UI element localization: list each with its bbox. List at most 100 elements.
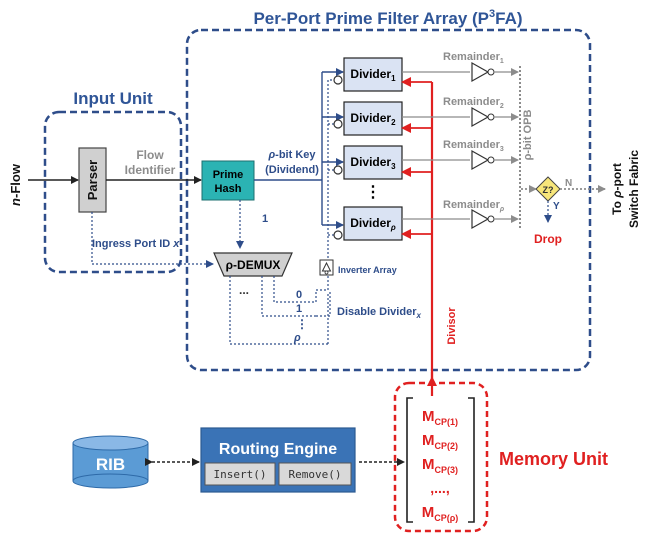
rib-database-icon: RIB <box>72 435 149 489</box>
ingress-port-label: Ingress Port ID x <box>92 238 180 250</box>
demux-out-0 <box>273 276 316 303</box>
svg-text:MCP(2): MCP(2) <box>422 432 458 451</box>
inverter-bubble-3 <box>333 165 343 175</box>
remainder-2-sub: 2 <box>500 103 504 110</box>
svg-text:Divider1: Divider1 <box>350 67 396 83</box>
memory-entry-rho-sub: CP(ρ) <box>434 513 458 523</box>
demux-out-rho-label: ρ <box>293 332 301 344</box>
memory-entry-3-sub: CP(3) <box>434 465 458 475</box>
disable-line-a <box>315 79 334 302</box>
prime-hash-line1: Prime <box>213 169 244 181</box>
remainder-row-2: Remainder2 <box>402 96 519 128</box>
output-label-line2: Switch Fabric <box>627 150 641 228</box>
divider-1: Divider1 <box>343 57 403 92</box>
memory-entry-2-base: M <box>422 432 435 449</box>
svg-text:Remainder3: Remainder3 <box>443 139 504 153</box>
pfa-title: Per-Port Prime Filter Array (P3FA) <box>253 8 522 28</box>
remainder-2-label: Remainder <box>443 96 501 108</box>
demux-out-rho <box>229 276 328 345</box>
memory-entry-3-base: M <box>422 456 435 473</box>
demux-out-1 <box>261 276 316 317</box>
svg-text:Divider2: Divider2 <box>350 111 396 127</box>
disable-line-b <box>316 292 331 317</box>
divider-2: Divider2 <box>343 101 403 136</box>
opb-label: ρ-bit OPB <box>522 110 534 161</box>
divider-3-label: Divider <box>350 155 391 169</box>
demux-out-1-label: 1 <box>296 303 302 315</box>
dividend-label: (Dividend) <box>265 164 319 176</box>
zero-decision: Z? <box>535 176 561 202</box>
decision-yes: Y <box>553 201 560 212</box>
remainder-1-sub: 1 <box>500 58 504 65</box>
insert-button <box>204 462 276 486</box>
inverter-bubble-2 <box>333 119 343 129</box>
divider-ellipsis: ⋮ <box>365 184 381 201</box>
parser-label: Parser <box>85 160 100 200</box>
divider-1-label: Divider <box>350 67 391 81</box>
demux-out-dots: ⋮ <box>296 317 308 331</box>
ingress-port-line <box>91 212 214 268</box>
inverter-bubble-rho <box>333 230 343 240</box>
memory-entry-rho-base: M <box>422 504 435 521</box>
divider-rho-label: Divider <box>350 216 391 230</box>
remainder-row-rho: Remainderρ <box>402 199 519 230</box>
svg-text:Dividerρ: Dividerρ <box>350 216 396 232</box>
divider-3: Divider3 <box>343 145 403 180</box>
flow-identifier-label-1: Flow <box>136 148 164 162</box>
divider-rho-sub: ρ <box>390 223 396 232</box>
divider-3-sub: 3 <box>391 162 396 171</box>
svg-text:MCP(1): MCP(1) <box>422 408 458 427</box>
opb-to-decision <box>519 185 537 228</box>
divider-rho: Dividerρ <box>343 206 403 241</box>
svg-text:Remainder1: Remainder1 <box>443 51 504 65</box>
decision-symbol: Z? <box>543 185 554 195</box>
routing-engine-block: Routing Engine Insert() Remove() <box>200 427 356 493</box>
prime-hash-block: Prime Hash <box>201 160 255 201</box>
parser-block: Parser <box>78 147 107 213</box>
remainder-row-3: Remainder3 <box>402 139 519 171</box>
divider-1-sub: 1 <box>391 74 396 83</box>
memory-unit-title: Memory Unit <box>499 449 608 469</box>
memory-entry-ellipsis: ,..., <box>430 480 449 496</box>
inverter-array-label: Inverter Array <box>338 265 397 275</box>
output-label-line1: To ρ-port <box>610 163 624 215</box>
flow-identifier-label-2: Identifier <box>125 163 176 177</box>
key-label: ρ-bit Key <box>267 149 316 161</box>
demux-ellipsis: ... <box>239 283 249 297</box>
prime-hash-line2: Hash <box>215 183 242 195</box>
demux-block: ρ-DEMUX <box>213 252 293 277</box>
drop-label: Drop <box>534 232 562 246</box>
n-flow-label: n-Flow <box>8 163 23 206</box>
input-unit-container <box>43 110 183 274</box>
demux-select-label: 1 <box>262 213 268 225</box>
memory-entry-2-sub: CP(2) <box>434 441 458 451</box>
divisor-label: Divisor <box>446 307 458 345</box>
remainder-3-label: Remainder <box>443 139 501 151</box>
remainder-1-label: Remainder <box>443 51 501 63</box>
inverter-bubble-1 <box>333 75 343 85</box>
remainder-rho-sub: ρ <box>499 206 505 213</box>
decision-no: N <box>565 178 572 189</box>
insert-label: Insert() <box>214 468 267 481</box>
remove-button <box>278 462 352 486</box>
svg-text:Remainder2: Remainder2 <box>443 96 504 110</box>
remainder-3-sub: 3 <box>500 146 504 153</box>
memory-unit-container <box>393 381 489 533</box>
remainder-row-1: Remainder1 <box>402 51 519 83</box>
memory-right-bracket <box>468 397 475 523</box>
routing-engine-title: Routing Engine <box>219 441 337 458</box>
disable-divider-label: Disable Dividerx <box>337 306 421 320</box>
memory-left-bracket <box>406 397 413 523</box>
rib-label: RIB <box>96 455 125 474</box>
divider-2-sub: 2 <box>391 118 396 127</box>
svg-text:Remainderρ: Remainderρ <box>443 199 505 213</box>
svg-text:Divider3: Divider3 <box>350 155 396 171</box>
demux-label: ρ-DEMUX <box>226 258 281 272</box>
svg-text:MCP(3): MCP(3) <box>422 456 458 475</box>
demux-out-0-label: 0 <box>296 289 302 301</box>
svg-text:MCP(ρ): MCP(ρ) <box>422 504 459 523</box>
inverter-array-icon <box>319 259 334 276</box>
memory-entry-1-sub: CP(1) <box>434 417 458 427</box>
